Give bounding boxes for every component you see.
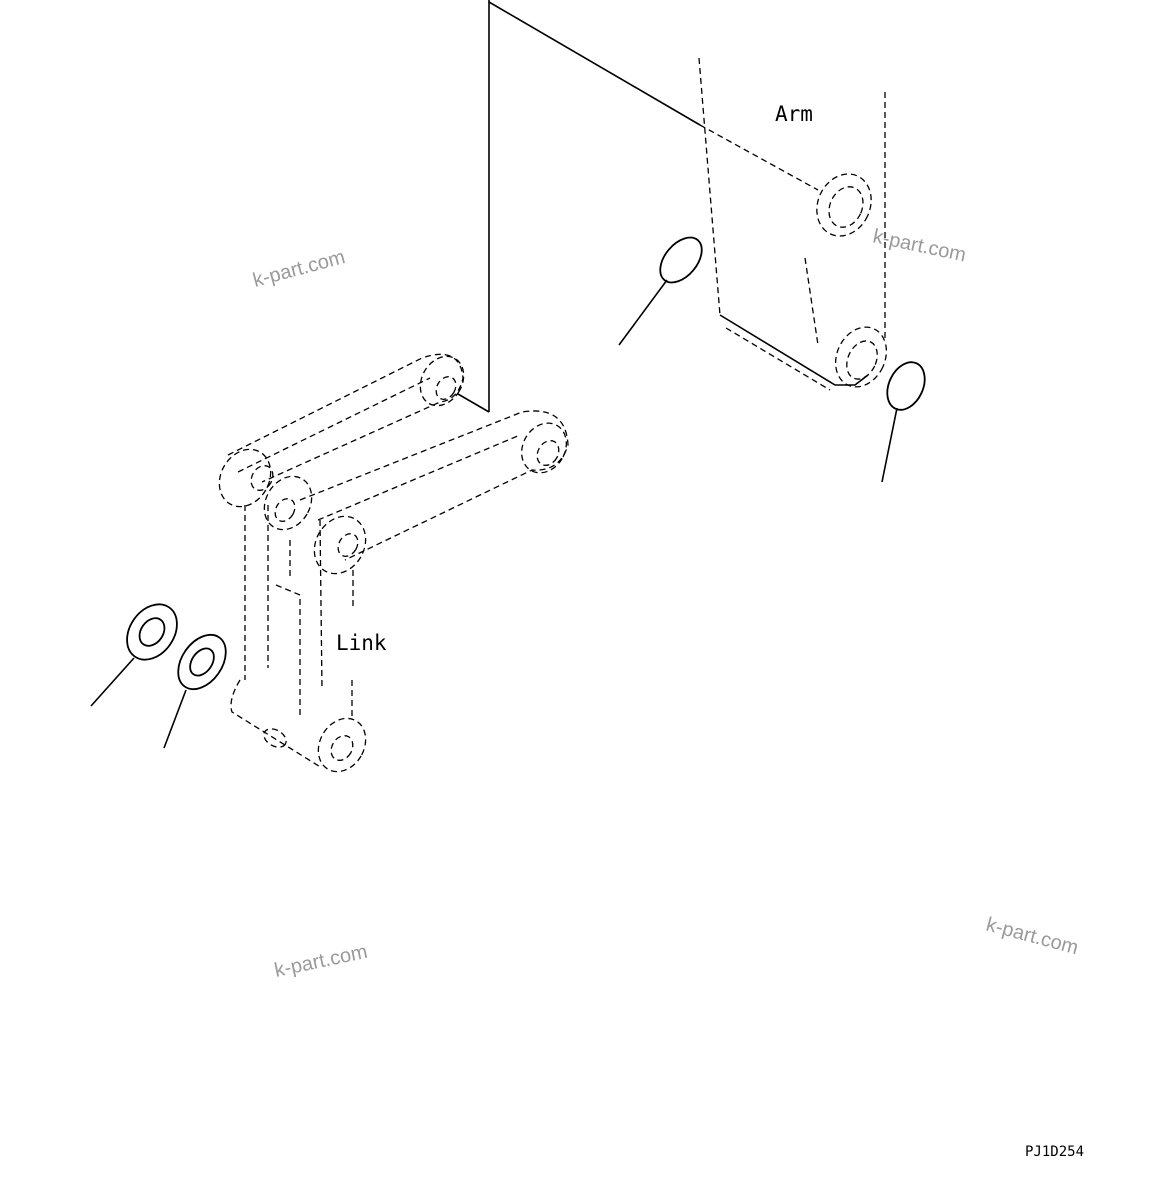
watermark: k-part.com <box>272 941 369 982</box>
arm-bushing-lower <box>834 326 888 388</box>
link-label: Link <box>336 631 387 655</box>
washer-left-inner <box>163 633 227 749</box>
arm-bushing-upper <box>816 173 872 237</box>
shim-right-upper <box>618 236 703 346</box>
watermark: k-part.com <box>871 225 968 266</box>
shim-right-lower <box>881 361 926 483</box>
washer-left-outer <box>90 603 178 707</box>
arm-outline <box>698 57 888 391</box>
link-outline <box>218 353 569 773</box>
arm-label: Arm <box>775 102 813 126</box>
watermark: k-part.com <box>251 246 348 292</box>
watermark: k-part.com <box>984 914 1081 960</box>
assembly-lines <box>457 0 819 413</box>
figure-code: PJ1D254 <box>1025 1144 1084 1160</box>
